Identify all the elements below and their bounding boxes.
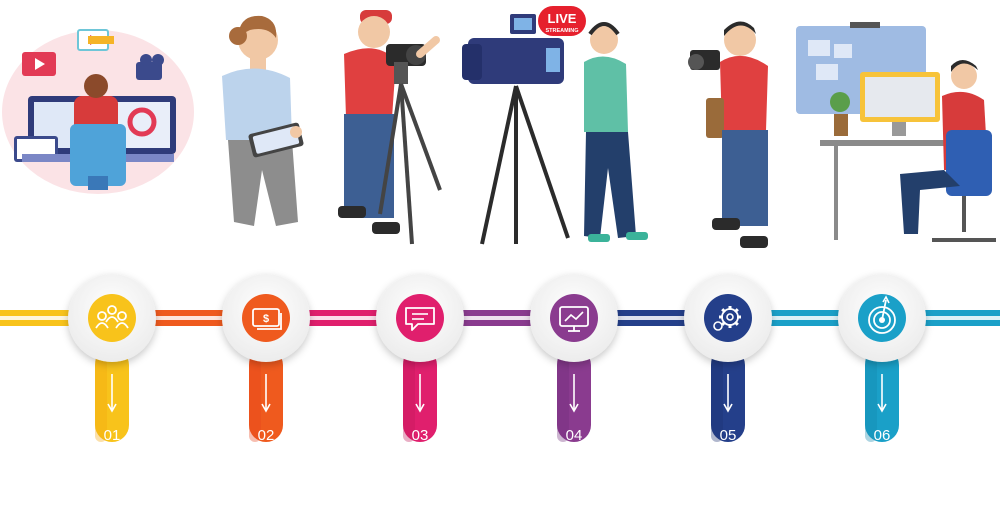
woman-with-tablet-scene — [222, 15, 304, 226]
video-editor-scene — [2, 29, 194, 194]
arrow-down-icon — [107, 374, 117, 413]
step-05: 05 — [684, 274, 772, 444]
step-number: 03 — [412, 427, 429, 444]
step-number: 06 — [874, 427, 891, 444]
step-02: 02 $ — [222, 274, 310, 444]
arrow-down-icon — [723, 374, 733, 413]
step-pillar-shade — [249, 348, 261, 442]
arrow-down-icon — [569, 374, 579, 413]
step-06: 06 — [838, 274, 926, 444]
target-icon — [868, 295, 896, 334]
live-streaming-badge: LIVE STREAMING — [538, 6, 586, 36]
connector-highlight — [112, 316, 266, 320]
step-number: 02 — [258, 427, 275, 444]
cameraman-scene — [338, 10, 442, 245]
svg-text:$: $ — [263, 313, 269, 325]
step-pillar-shade — [403, 348, 415, 442]
arrow-down-icon — [415, 374, 425, 413]
photographer-scene — [688, 21, 768, 248]
process-timeline: 01 02 $03 04 05 06 — [0, 274, 1000, 444]
connector-highlight — [728, 316, 882, 320]
money-icon: $ — [252, 308, 282, 330]
connector-highlight — [266, 316, 420, 320]
arrow-down-icon — [261, 374, 271, 413]
streaming-badge-text: STREAMING — [546, 28, 579, 34]
analytics-icon — [559, 306, 589, 332]
step-04: 04 — [530, 274, 618, 444]
step-icon-circle — [396, 294, 444, 342]
connector-highlight — [0, 316, 112, 320]
step-number: 04 — [566, 427, 583, 444]
step-icon-circle — [242, 294, 290, 342]
step-icon-circle — [88, 294, 136, 342]
step-number: 01 — [104, 427, 121, 444]
chat-icon — [405, 307, 435, 331]
gear-icon — [713, 306, 741, 331]
step-03: 03 — [376, 274, 464, 444]
office-worker-scene — [796, 22, 996, 242]
step-pillar-shade — [865, 348, 877, 442]
connector-highlight — [574, 316, 728, 320]
live-streaming-scene: LIVE STREAMING — [462, 6, 648, 245]
connector-highlight — [420, 316, 574, 320]
step-pillar-shade — [711, 348, 723, 442]
team-icon — [95, 305, 129, 329]
step-pillar-shade — [557, 348, 569, 442]
connector-highlight — [882, 316, 1000, 320]
live-badge-text: LIVE — [548, 11, 577, 26]
arrow-down-icon — [877, 374, 887, 413]
step-pillar-shade — [95, 348, 107, 442]
step-number: 05 — [720, 427, 737, 444]
step-01: 01 — [68, 274, 156, 444]
